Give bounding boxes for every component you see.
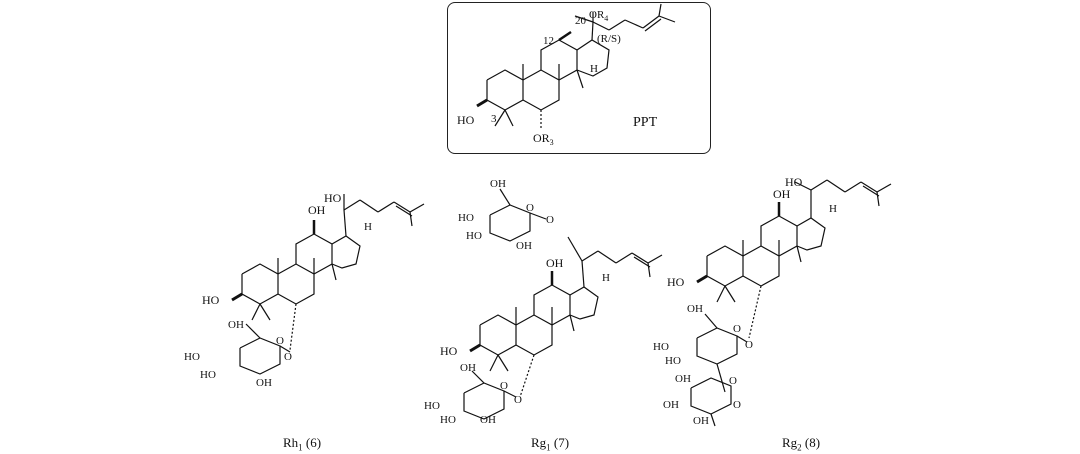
rh1-glc-oh3: HO xyxy=(200,369,216,381)
ppt-c20-label: 20 xyxy=(575,15,587,27)
rg1-glc-top-oh1: OH xyxy=(490,178,506,190)
compound-rg1-structure: OH HO H OH HO HO OH O O OH HO HO OH O O xyxy=(424,178,663,425)
rh1-glc-oh4: OH xyxy=(256,377,272,389)
rg2-glc-oh1: OH xyxy=(687,303,703,315)
rg2-h: H xyxy=(829,203,837,215)
rg2-rha-link-o: O xyxy=(733,399,741,411)
ppt-stereo-label: (R/S) xyxy=(597,33,621,45)
rg2-rha-oh3: OH xyxy=(693,415,709,427)
caption-rh1: Rh1 (6) xyxy=(283,435,322,453)
rg1-h: H xyxy=(602,272,610,284)
rg2-glc-oh2: HO xyxy=(653,341,669,353)
ppt-structure: 20 (R/S) OR4 12 3 HO OR3 H PPT xyxy=(457,3,676,147)
rg1-glc-top-o: O xyxy=(526,202,534,214)
rg1-glc-bot-oh4: OH xyxy=(480,414,496,425)
rg1-glc-bot-o: O xyxy=(500,380,508,392)
rg1-glc-top-oh3: HO xyxy=(466,230,482,242)
rg2-rha-o: O xyxy=(729,375,737,387)
rg2-glc-oh3: HO xyxy=(665,355,681,367)
ppt-or4-label: OR4 xyxy=(589,9,608,23)
caption-rg2: Rg2 (8) xyxy=(782,435,821,453)
rg1-ho-3: HO xyxy=(440,344,458,358)
ppt-c3-label: 3 xyxy=(491,113,497,125)
ppt-name-label: PPT xyxy=(633,115,658,130)
rh1-ho-20: HO xyxy=(324,191,342,205)
rh1-oh-12: OH xyxy=(308,203,326,217)
compound-rg2-structure: HO OH HO H OH HO HO O O OH OH OH O O xyxy=(653,175,892,427)
ppt-h-label: H xyxy=(590,63,598,75)
rg2-glc-o: O xyxy=(733,323,741,335)
rg1-glc-top-oh2: HO xyxy=(458,212,474,224)
rh1-ho-3: HO xyxy=(202,293,220,307)
rg2-oh-12: OH xyxy=(773,187,791,201)
ppt-or3-label: OR3 xyxy=(533,131,554,147)
ppt-ho-label: HO xyxy=(457,113,475,127)
rg1-glc-top-oh4: OH xyxy=(516,240,532,252)
rg1-glc-bot-oh3: HO xyxy=(440,414,456,425)
rh1-h: H xyxy=(364,221,372,233)
caption-rg1: Rg1 (7) xyxy=(531,435,570,453)
rg1-oh-12: OH xyxy=(546,256,564,270)
rg2-ho-3: HO xyxy=(667,275,685,289)
compound-rh1-structure: OH HO HO H OH HO HO OH O O xyxy=(184,191,425,389)
ppt-c12-label: 12 xyxy=(543,35,554,47)
rg1-glc-bot-oh2: HO xyxy=(424,400,440,412)
rg2-rha-oh2: OH xyxy=(663,399,679,411)
rg2-rha-oh1: OH xyxy=(675,373,691,385)
rh1-glc-oh2: HO xyxy=(184,351,200,363)
rg2-ho-20: HO xyxy=(785,175,803,189)
rh1-glc-oh1: OH xyxy=(228,319,244,331)
rh1-glc-o: O xyxy=(276,335,284,347)
rg2-glc-link-o: O xyxy=(745,339,753,351)
rh1-glc-link-o: O xyxy=(284,351,292,363)
rg1-glc-bot-oh1: OH xyxy=(460,362,476,374)
rg1-glc-bot-link-o: O xyxy=(514,394,522,406)
rg1-glc-top-link-o: O xyxy=(546,214,554,226)
